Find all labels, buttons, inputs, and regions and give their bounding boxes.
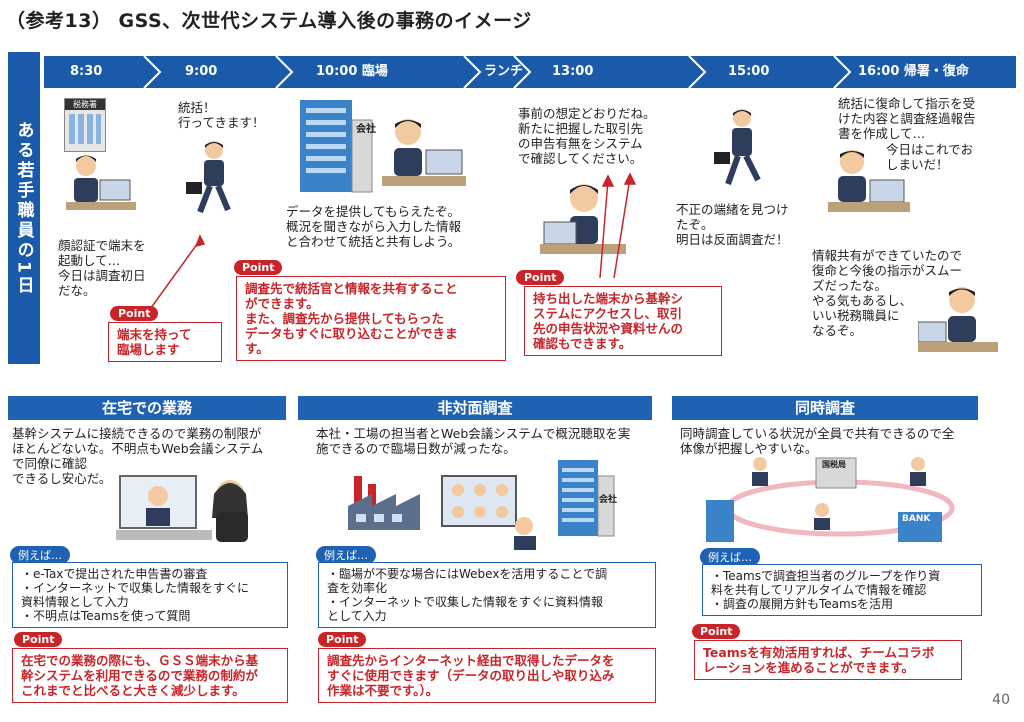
running-worker-icon bbox=[714, 109, 761, 186]
vertical-label: ある若手職員の1日 bbox=[8, 52, 40, 364]
timeline-1000: 10:00 臨場 bbox=[316, 64, 388, 79]
section-remote-desc: 本社・工場の担当者とWeb会議システムで概況聴取を実 施できるので臨場日数が減っ… bbox=[316, 426, 631, 456]
national-office-sign: 国税局 bbox=[822, 460, 846, 469]
timeline-1600: 16:00 帰署・復命 bbox=[858, 64, 969, 79]
section-home-heading: 在宅での業務 bbox=[8, 396, 286, 420]
home-video-call-icon bbox=[116, 475, 248, 542]
scene-6-text-end: 今日はこれでお しまいだ！ bbox=[886, 142, 974, 172]
tax-office-sign: 税務署 bbox=[65, 99, 105, 110]
company-building-icon bbox=[300, 100, 373, 193]
section-remote-examples: ・臨場が不要な場合にはWebexを活用することで調 査を効率化 ・インターネット… bbox=[318, 562, 656, 628]
worker-at-desk-icon bbox=[66, 155, 136, 210]
scene-6-text: 統括に復命して指示を受 けた内容と調査経過報告 書を作成して… bbox=[838, 96, 976, 141]
bank-sign: BANK bbox=[902, 514, 931, 524]
company-sign-2: 会社 bbox=[599, 495, 618, 505]
section-remote-example-tag: 例えば… bbox=[316, 546, 376, 564]
point-tag-1: Point bbox=[110, 306, 159, 321]
timeline-1500: 15:00 bbox=[728, 64, 770, 79]
section-home-examples: ・e-Taxで提出された申告書の審査 ・インターネットで収集した情報をすぐに 資… bbox=[12, 562, 288, 628]
scene-2-text: 統括！ 行ってきます！ bbox=[178, 100, 265, 130]
section-simultaneous-desc: 同時調査している状況が全員で共有できるので全 体像が把握しやすいな。 bbox=[680, 426, 955, 456]
factory-icon bbox=[348, 476, 420, 530]
satisfied-worker-icon bbox=[918, 287, 998, 352]
timeline-1300: 13:00 bbox=[552, 64, 594, 79]
scene-7-text: 情報共有ができていたので 復命と今後の指示がスムー ズだったな。 やる気もあるし… bbox=[812, 248, 963, 338]
walking-worker-icon bbox=[186, 141, 231, 214]
scene-1-text: 顔認証で端末を 起動して… 今日は調査初日 だな。 bbox=[58, 238, 146, 298]
page-title: （参考13） GSS、次世代システム導入後の事務のイメージ bbox=[6, 10, 532, 32]
scene-4-text: 事前の想定どおりだね。 新たに把握した取引先 の申告有無をシステム で確認してく… bbox=[518, 106, 656, 166]
section-home-example-tag: 例えば… bbox=[10, 546, 70, 564]
timeline-lunch: ランチ bbox=[484, 64, 524, 79]
section-home-point-tag: Point bbox=[14, 632, 63, 647]
section-simultaneous-heading: 同時調査 bbox=[672, 396, 978, 420]
point-box-1: 端末を持って 臨場します bbox=[108, 322, 222, 362]
tax-office-building-icon: 税務署 bbox=[64, 98, 106, 152]
section-remote-point-tag: Point bbox=[318, 632, 367, 647]
timeline-0900: 9:00 bbox=[185, 64, 218, 79]
point-arrows bbox=[147, 172, 637, 313]
point-box-3: 持ち出した端末から基幹シ ステムにアクセスし、取引 先の申告状況や資料せんの 確… bbox=[524, 286, 722, 356]
section-simultaneous-point: Teamsを有効活用すれば、チームコラボ レーションを進めることができます。 bbox=[694, 640, 962, 680]
section-remote-point: 調査先からインターネット経由で取得したデータを すぐに使用できます（データの取り… bbox=[318, 648, 656, 703]
scene-5-text: 不正の端緒を見つけ たぞ。 明日は反面調査だ！ bbox=[676, 202, 789, 247]
section-simultaneous-examples: ・Teamsで調査担当者のグループを作り資 料を共有してリアルタイムで情報を確認… bbox=[702, 564, 982, 616]
company-sign: 会社 bbox=[356, 124, 376, 135]
simultaneous-network-icon bbox=[706, 457, 955, 542]
video-conference-icon bbox=[441, 475, 536, 550]
timeline-bar bbox=[44, 55, 1016, 89]
worker-with-laptop-icon bbox=[382, 119, 466, 186]
section-home-desc: 基幹システムに接続できるので業務の制限が ほとんどないな。不明点もWeb会議シス… bbox=[12, 426, 264, 486]
section-simultaneous-example-tag: 例えば… bbox=[700, 548, 760, 566]
point-tag-2: Point bbox=[234, 260, 283, 275]
worker-reporting-icon bbox=[828, 150, 910, 212]
scene-3-text: データを提供してもらえたぞ。 概況を聞きながら入力した情報 と合わせて統括と共有… bbox=[286, 204, 462, 249]
company-building-2-icon bbox=[558, 460, 615, 537]
section-simultaneous-point-tag: Point bbox=[692, 624, 741, 639]
point-box-2: 調査先で統括官と情報を共有すること ができます。 また、調査先から提供してもらっ… bbox=[236, 276, 506, 361]
worker-confirming-icon bbox=[540, 184, 626, 254]
timeline-0830: 8:30 bbox=[70, 64, 103, 79]
point-tag-3: Point bbox=[516, 270, 565, 285]
page-number: 40 bbox=[992, 692, 1010, 708]
section-home-point: 在宅での業務の際にも、ＧＳＳ端末から基 幹システムを利用できるので業務の制約が … bbox=[12, 648, 288, 703]
section-remote-heading: 非対面調査 bbox=[298, 396, 652, 420]
